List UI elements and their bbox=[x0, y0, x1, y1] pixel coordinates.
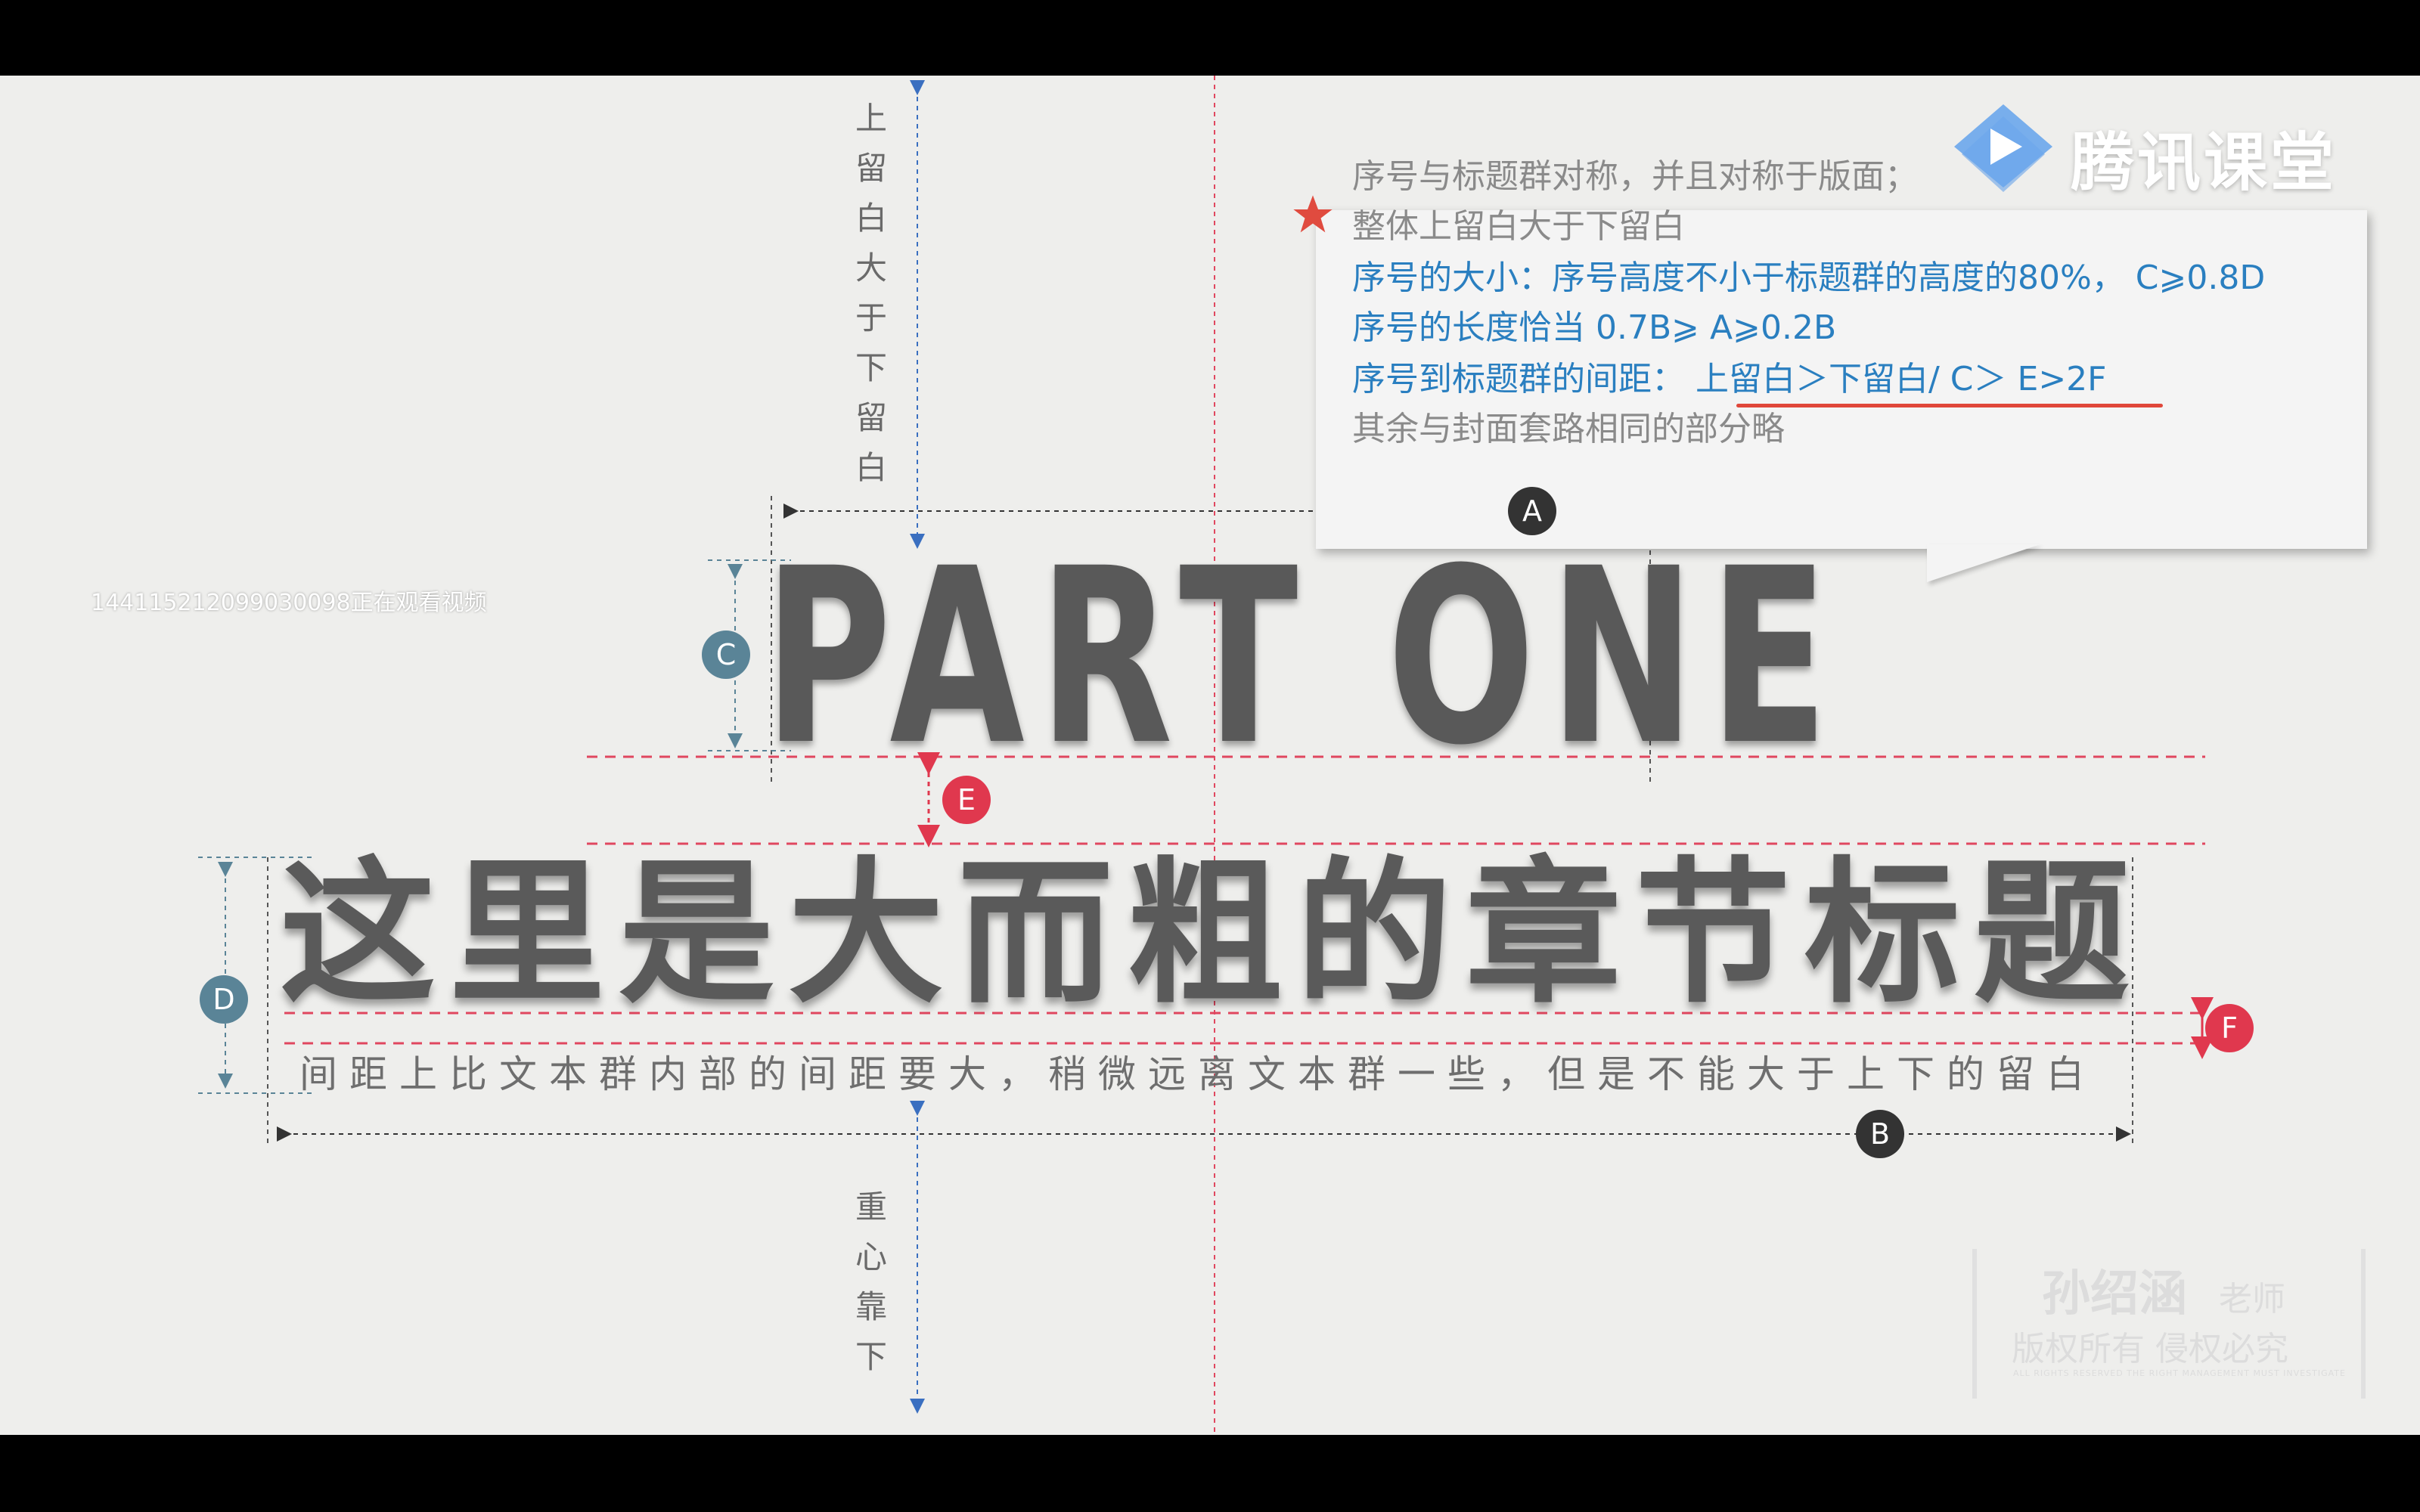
play-triangle-icon bbox=[1954, 104, 2052, 192]
watermark-fineprint: ALL RIGHTS RESERVED THE RIGHT MANAGEMENT… bbox=[2013, 1368, 2346, 1378]
top-margin-note: 上 留 白 大 于 下 留 白 bbox=[849, 94, 894, 493]
top-note-char: 白 bbox=[855, 200, 887, 237]
top-note-char: 上 bbox=[855, 100, 887, 137]
callout-line-6: 其余与封面套路相同的部分略 bbox=[1352, 410, 1785, 448]
marker-b: B bbox=[1856, 1110, 1904, 1158]
guides-layer bbox=[198, 76, 2214, 1435]
callout-line-5: 序号到标题群的间距： 上留白＞下留白/ C＞ E>2F bbox=[1352, 355, 2107, 404]
watermark-title: 老师 bbox=[2219, 1280, 2285, 1318]
bottom-note-char: 下 bbox=[855, 1338, 887, 1375]
letterbox-bottom bbox=[0, 1435, 2420, 1512]
bottom-weight-note: 重 心 靠 下 bbox=[849, 1182, 894, 1382]
part-number: PART ONE bbox=[764, 517, 1843, 798]
marker-a: A bbox=[1508, 487, 1556, 535]
top-note-char: 下 bbox=[855, 349, 887, 386]
watermark-rights: 版权所有 侵权必究 bbox=[2012, 1330, 2288, 1368]
letterbox-top bbox=[0, 0, 2420, 76]
top-note-char: 大 bbox=[855, 249, 887, 287]
callout-line-4: 序号的长度恰当 0.7B⩾ A⩾0.2B bbox=[1352, 308, 1837, 347]
bottom-note-char: 靠 bbox=[855, 1288, 887, 1325]
marker-f: F bbox=[2205, 1004, 2254, 1052]
star-icon bbox=[1293, 195, 1333, 233]
formula-underline bbox=[1736, 404, 2163, 407]
chapter-title: 这里是大而粗的章节标题 bbox=[280, 843, 2144, 1024]
marker-d: D bbox=[200, 975, 248, 1024]
callout-line-2: 整体上留白大于下留白 bbox=[1352, 207, 1685, 246]
callout-line-1: 序号与标题群对称，并且对称于版面； bbox=[1352, 157, 1918, 196]
brand-name: 腾讯课堂 bbox=[2071, 125, 2338, 200]
slide-stage: 序号与标题群对称，并且对称于版面； 整体上留白大于下留白 序号的大小：序号高度不… bbox=[0, 76, 2420, 1435]
top-note-char: 留 bbox=[855, 399, 887, 436]
top-note-char: 白 bbox=[855, 449, 887, 486]
callout-line-3: 序号的大小：序号高度不小于标题群的高度的80%， C⩾0.8D bbox=[1352, 259, 2266, 297]
top-note-char: 留 bbox=[855, 150, 887, 187]
notes-callout bbox=[1316, 210, 2367, 549]
top-note-char: 于 bbox=[855, 299, 887, 336]
marker-c: C bbox=[702, 631, 750, 679]
callout-line-5-formula: 上留白＞下留白/ C＞ E>2F bbox=[1696, 360, 2107, 398]
callout-tail bbox=[1927, 544, 2040, 582]
marker-e: E bbox=[942, 776, 991, 824]
copyright-watermark: 孙绍涵 老师 版权所有 侵权必究 ALL RIGHTS RESERVED THE… bbox=[1972, 1249, 2366, 1399]
bottom-note-char: 心 bbox=[855, 1238, 887, 1275]
callout-line-5-label: 序号到标题群的间距： bbox=[1352, 360, 1685, 398]
viewer-notice: 1441152120990300​98正在观看视频 bbox=[91, 590, 487, 616]
watermark-name: 孙绍涵 bbox=[2042, 1266, 2187, 1322]
bottom-note-char: 重 bbox=[855, 1188, 887, 1225]
chapter-subtitle: 间距上比文本群内部的间距要大，稍微远离文本群一些，但是不能大于上下的留白 bbox=[299, 1052, 2096, 1096]
